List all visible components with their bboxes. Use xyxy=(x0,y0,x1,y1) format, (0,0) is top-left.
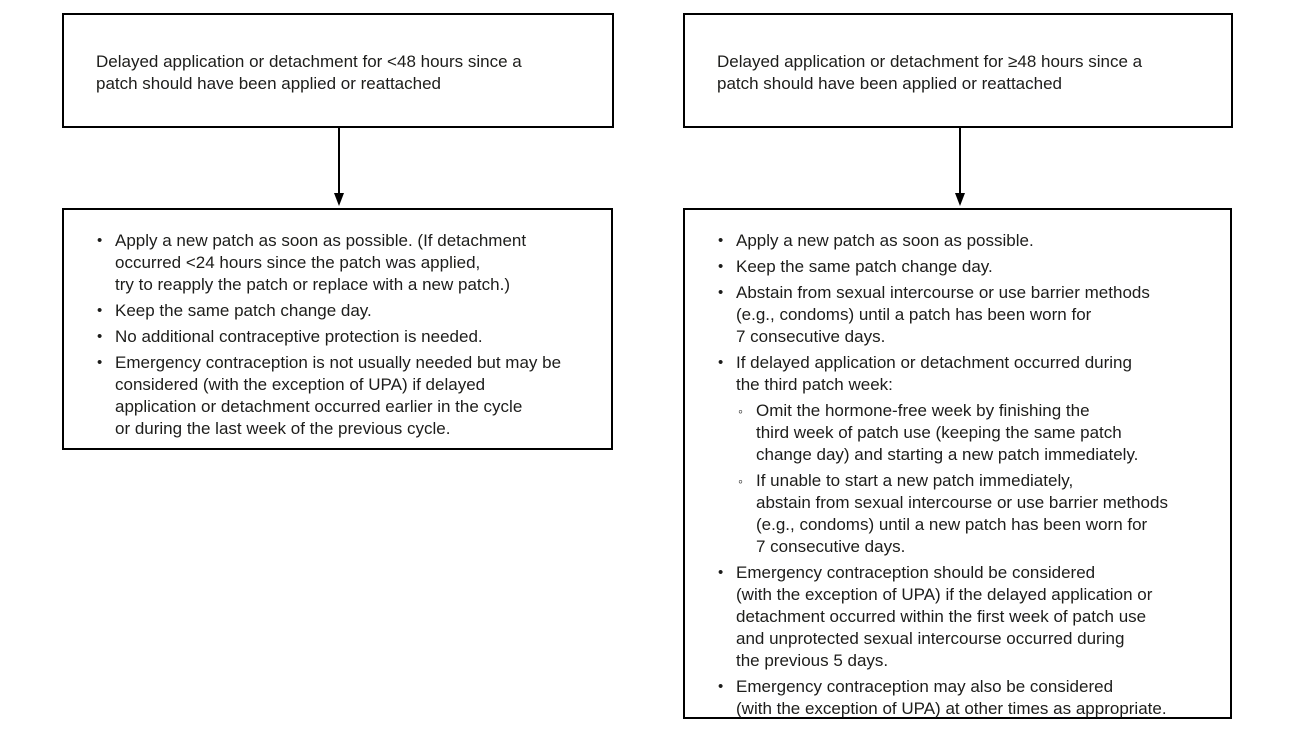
bullet-icon: • xyxy=(97,354,103,371)
actions-box-left: • Apply a new patch as soon as possible.… xyxy=(62,208,613,450)
down-arrow-line-left xyxy=(338,128,340,194)
down-arrow-line-right xyxy=(959,128,961,194)
sub-list-item: ◦ Omit the hormone-free week by finishin… xyxy=(738,400,1168,466)
list-item-text: Emergency contraception may also be cons… xyxy=(736,677,1167,718)
bullet-icon: • xyxy=(718,284,724,301)
bullet-icon: • xyxy=(718,232,724,249)
open-circle-bullet-icon: ◦ xyxy=(738,403,743,419)
list-item: • If delayed application or detachment o… xyxy=(718,352,1222,558)
down-arrow-icon xyxy=(955,193,965,206)
list-item: • Apply a new patch as soon as possible. xyxy=(718,230,1222,252)
sub-list-item: ◦ If unable to start a new patch immedia… xyxy=(738,470,1168,558)
action-list-left: • Apply a new patch as soon as possible.… xyxy=(64,210,611,440)
bullet-icon: • xyxy=(718,564,724,581)
list-item-text: Emergency contraception is not usually n… xyxy=(115,353,562,438)
bullet-icon: • xyxy=(97,232,103,249)
list-item-text: Abstain from sexual intercourse or use b… xyxy=(736,283,1150,346)
bullet-icon: • xyxy=(718,258,724,275)
open-circle-bullet-icon: ◦ xyxy=(738,473,743,489)
condition-text-right: Delayed application or detachment for ≥4… xyxy=(717,52,1143,93)
bullet-icon: • xyxy=(97,302,103,319)
list-item: • Emergency contraception may also be co… xyxy=(718,676,1222,720)
list-item: • Emergency contraception is not usually… xyxy=(97,352,603,440)
condition-box-right: Delayed application or detachment for ≥4… xyxy=(683,13,1233,128)
sub-action-list: ◦ Omit the hormone-free week by finishin… xyxy=(736,400,1168,558)
list-item: • Emergency contraception should be cons… xyxy=(718,562,1222,672)
list-item-text: Keep the same patch change day. xyxy=(736,257,993,276)
list-item: • Apply a new patch as soon as possible.… xyxy=(97,230,603,296)
down-arrow-icon xyxy=(334,193,344,206)
list-item-text: Keep the same patch change day. xyxy=(115,301,372,320)
sub-list-item-text: If unable to start a new patch immediate… xyxy=(756,471,1168,556)
bullet-icon: • xyxy=(718,678,724,695)
list-item: • Keep the same patch change day. xyxy=(718,256,1222,278)
list-item-text: If delayed application or detachment occ… xyxy=(736,353,1132,394)
list-item: • Keep the same patch change day. xyxy=(97,300,603,322)
list-item-text: Apply a new patch as soon as possible. xyxy=(736,231,1034,250)
list-item-text: Apply a new patch as soon as possible. (… xyxy=(115,231,527,294)
list-item-text: No additional contraceptive protection i… xyxy=(115,327,483,346)
bullet-icon: • xyxy=(97,328,103,345)
list-item-content: If delayed application or detachment occ… xyxy=(736,352,1168,558)
action-list-right: • Apply a new patch as soon as possible.… xyxy=(685,210,1230,720)
actions-box-right: • Apply a new patch as soon as possible.… xyxy=(683,208,1232,719)
sub-list-item-text: Omit the hormone-free week by finishing … xyxy=(756,401,1139,464)
bullet-icon: • xyxy=(718,354,724,371)
list-item-text: Emergency contraception should be consid… xyxy=(736,563,1153,670)
list-item: • No additional contraceptive protection… xyxy=(97,326,603,348)
list-item: • Abstain from sexual intercourse or use… xyxy=(718,282,1222,348)
condition-box-left: Delayed application or detachment for <4… xyxy=(62,13,614,128)
condition-text-left: Delayed application or detachment for <4… xyxy=(96,52,522,93)
